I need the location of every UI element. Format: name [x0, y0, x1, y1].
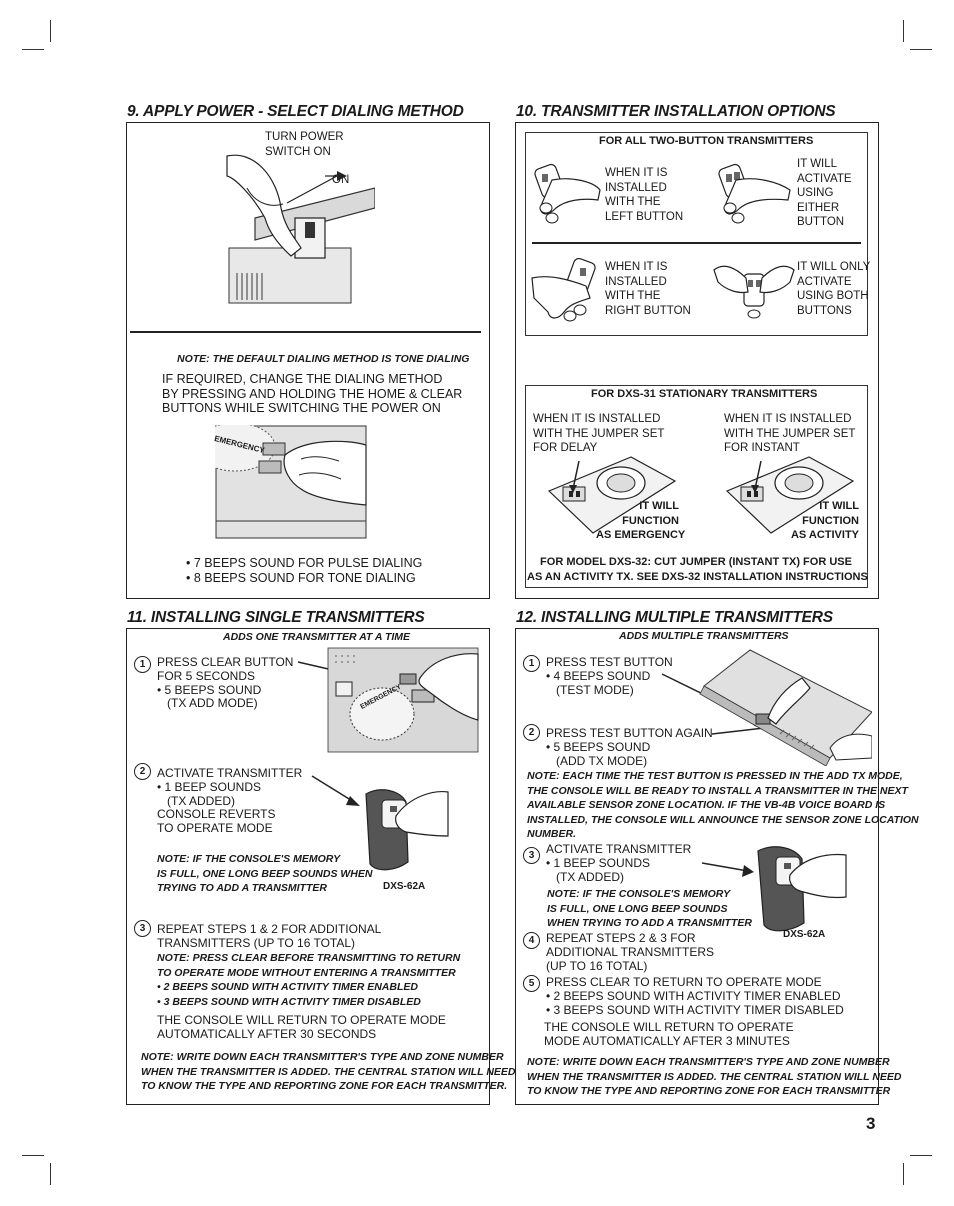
- section-12-subtitle: ADDS MULTIPLE TRANSMITTERS: [619, 630, 789, 642]
- dialing-beeps-list: • 7 BEEPS SOUND FOR PULSE DIALING • 8 BE…: [186, 556, 423, 585]
- step-3-memory-note: NOTE: IF THE CONSOLE'S MEMORY IS FULL, O…: [547, 888, 752, 929]
- dxs62a-illustration: [311, 775, 449, 871]
- step-1-text: PRESS TEST BUTTON • 4 BEEPS SOUND (TEST …: [546, 655, 673, 697]
- step-3-text: ACTIVATE TRANSMITTER • 1 BEEP SOUNDS (TX…: [546, 842, 692, 884]
- console-return-text: THE CONSOLE WILL RETURN TO OPERATE MODE …: [157, 1013, 446, 1041]
- crop-mark: [50, 20, 51, 42]
- step-2-text: ACTIVATE TRANSMITTER • 1 BEEP SOUNDS (TX…: [157, 766, 303, 836]
- section-10-title: 10. TRANSMITTER INSTALLATION OPTIONS: [516, 103, 836, 120]
- step-1-marker: 1: [523, 655, 540, 672]
- either-button-illustration: [718, 163, 791, 224]
- crop-mark: [910, 49, 932, 50]
- page-number: 3: [866, 1114, 876, 1133]
- each-time-note: NOTE: EACH TIME THE TEST BUTTON IS PRESS…: [527, 770, 919, 840]
- section-12-box: [515, 628, 879, 1105]
- turn-power-label: TURN POWER SWITCH ON: [265, 131, 344, 158]
- crop-mark: [903, 1163, 904, 1185]
- crop-mark: [50, 1163, 51, 1185]
- write-down-note: NOTE: WRITE DOWN EACH TRANSMITTER'S TYPE…: [141, 1051, 516, 1092]
- both-buttons-illustration: [713, 265, 795, 319]
- step-3-marker: 3: [134, 920, 151, 937]
- clear-button-illustration: [297, 647, 479, 753]
- function-emergency-text: IT WILL FUNCTION AS EMERGENCY: [596, 500, 686, 541]
- jumper-delay-text: WHEN IT IS INSTALLED WITH THE JUMPER SET…: [533, 413, 665, 454]
- step-2-text: PRESS TEST BUTTON AGAIN • 5 BEEPS SOUND …: [546, 726, 713, 768]
- crop-mark: [22, 1155, 44, 1156]
- dxs62a-illustration-2: [701, 846, 847, 932]
- section-12-title: 12. INSTALLING MULTIPLE TRANSMITTERS: [516, 609, 833, 626]
- right-button-illustration: [531, 258, 596, 322]
- left-button-text: WHEN IT IS INSTALLED WITH THE LEFT BUTTO…: [605, 167, 684, 223]
- crop-mark: [903, 20, 904, 42]
- section-10-box: [515, 122, 879, 599]
- section-11-subtitle: ADDS ONE TRANSMITTER AT A TIME: [223, 631, 411, 643]
- two-button-header: FOR ALL TWO-BUTTON TRANSMITTERS: [599, 135, 814, 147]
- step-5-marker: 5: [523, 975, 540, 992]
- section-11-title: 11. INSTALLING SINGLE TRANSMITTERS: [127, 609, 425, 626]
- step-4-marker: 4: [523, 932, 540, 949]
- change-dialing-text: IF REQUIRED, CHANGE THE DIALING METHOD B…: [162, 372, 463, 415]
- section-9-title: 9. APPLY POWER - SELECT DIALING METHOD: [127, 103, 464, 120]
- section-9-box: [126, 122, 490, 599]
- step-5-text: PRESS CLEAR TO RETURN TO OPERATE MODE • …: [546, 975, 844, 1017]
- dxs32-note: FOR MODEL DXS-32: CUT JUMPER (INSTANT TX…: [527, 556, 868, 583]
- dxs31-delay-illustration: [547, 456, 677, 534]
- console-return-text: THE CONSOLE WILL RETURN TO OPERATE MODE …: [544, 1020, 794, 1048]
- power-switch-illustration: [226, 154, 375, 304]
- step-2-marker: 2: [134, 763, 151, 780]
- section-9-divider: [130, 331, 481, 333]
- dxs31-header: FOR DXS-31 STATIONARY TRANSMITTERS: [591, 388, 818, 400]
- crop-mark: [22, 49, 44, 50]
- step-2-memory-note: NOTE: IF THE CONSOLE'S MEMORY IS FULL, O…: [157, 853, 373, 894]
- default-dialing-note: NOTE: THE DEFAULT DIALING METHOD IS TONE…: [177, 353, 470, 365]
- step-3-text: REPEAT STEPS 1 & 2 FOR ADDITIONAL TRANSM…: [157, 922, 382, 950]
- either-button-text: IT WILL ACTIVATE USING EITHER BUTTON: [797, 158, 852, 228]
- step-3-marker: 3: [523, 847, 540, 864]
- test-button-illustration: [661, 649, 872, 766]
- section-11-box: [126, 628, 490, 1105]
- two-button-panel: [525, 132, 868, 336]
- dxs31-panel: [525, 385, 868, 588]
- function-activity-text: IT WILL FUNCTION AS ACTIVITY: [790, 500, 859, 541]
- step-1-text: PRESS CLEAR BUTTON FOR 5 SECONDS • 5 BEE…: [157, 655, 294, 711]
- step-3-clear-note: NOTE: PRESS CLEAR BEFORE TRANSMITTING TO…: [157, 952, 461, 1008]
- right-button-text: WHEN IT IS INSTALLED WITH THE RIGHT BUTT…: [605, 261, 691, 317]
- two-button-divider: [532, 242, 861, 244]
- dxs62a-label: DXS-62A: [383, 881, 426, 892]
- crop-mark: [910, 1155, 932, 1156]
- dxs62a-label-2: DXS-62A: [783, 929, 826, 940]
- console-buttons-illustration: [215, 425, 367, 539]
- step-1-marker: 1: [134, 656, 151, 673]
- step-4-text: REPEAT STEPS 2 & 3 FOR ADDITIONAL TRANSM…: [546, 931, 715, 973]
- write-down-note: NOTE: WRITE DOWN EACH TRANSMITTER'S TYPE…: [527, 1056, 902, 1097]
- jumper-instant-text: WHEN IT IS INSTALLED WITH THE JUMPER SET…: [724, 413, 856, 454]
- left-button-illustration: [534, 163, 601, 224]
- dxs31-instant-illustration: [725, 456, 855, 534]
- step-2-marker: 2: [523, 724, 540, 741]
- both-buttons-text: IT WILL ONLY ACTIVATE USING BOTH BUTTONS: [797, 261, 871, 317]
